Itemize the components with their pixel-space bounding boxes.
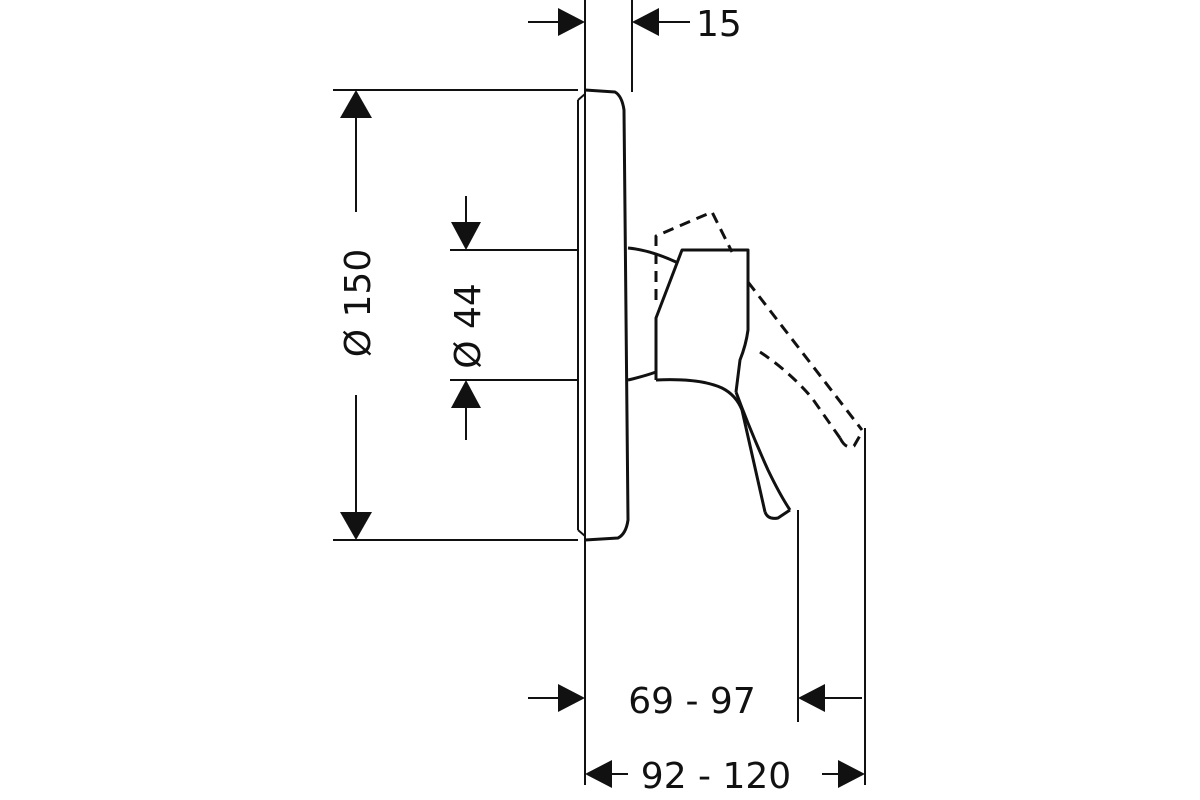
arrow-right-icon xyxy=(558,8,585,36)
arrow-up-icon xyxy=(340,90,372,118)
dimension-rosette-diameter: Ø 150 xyxy=(338,90,379,540)
arrow-right-icon xyxy=(558,684,585,712)
dimension-label-total-reach: 92 - 120 xyxy=(641,756,791,797)
dimension-label-lever-reach: 69 - 97 xyxy=(628,681,756,722)
dimension-total-reach: 92 - 120 xyxy=(585,756,865,797)
arrow-down-icon xyxy=(340,512,372,540)
arrow-up-icon xyxy=(451,380,481,408)
dimension-body-diameter: Ø 44 xyxy=(448,196,489,440)
arrow-left-icon xyxy=(798,684,825,712)
arrow-down-icon xyxy=(451,222,481,250)
arrow-right-icon xyxy=(838,760,865,788)
handle-lever xyxy=(654,248,792,520)
arrow-left-icon xyxy=(632,8,659,36)
handle-lever-open-position xyxy=(654,210,864,449)
arrow-left-icon xyxy=(585,760,612,788)
mixer-body xyxy=(627,246,677,382)
dimension-top-offset: 15 xyxy=(528,4,742,45)
dimension-label-rosette-diameter: Ø 150 xyxy=(338,249,379,358)
dimension-lever-reach: 69 - 97 xyxy=(528,681,862,722)
dimension-label-top-offset: 15 xyxy=(696,4,742,45)
rosette-plate xyxy=(577,88,630,542)
dimension-label-body-diameter: Ø 44 xyxy=(448,283,489,369)
extension-lines xyxy=(333,0,866,785)
